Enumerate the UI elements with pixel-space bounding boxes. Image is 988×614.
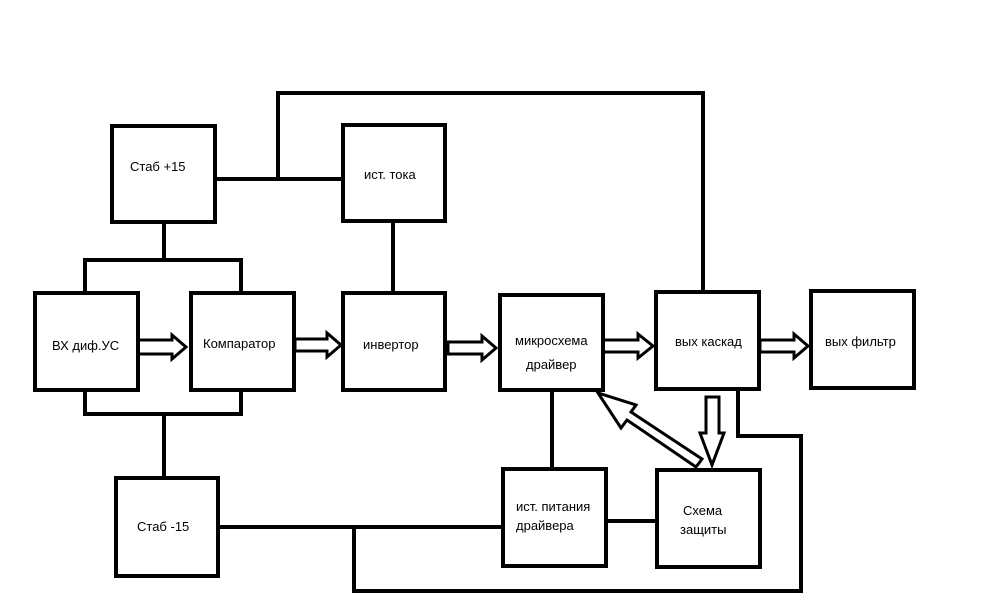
block-stab-minus: Стаб -15 — [114, 476, 220, 578]
block-ist-pitaniya-label-1: ист. питания — [516, 499, 590, 514]
arrow-vh-dif-to-komparator — [136, 331, 189, 363]
block-komparator-label: Компаратор — [203, 336, 275, 351]
arrow-vyh-kaskad-to-filtr — [758, 330, 811, 362]
arrows — [136, 329, 811, 470]
block-skhema-zashchity-label-1: Схема — [683, 503, 723, 518]
block-vyh-kaskad-label: вых каскад — [675, 334, 742, 349]
block-invertor-label: инвертор — [363, 337, 419, 352]
block-vh-dif-label: ВХ диф.УС — [52, 338, 119, 353]
arrow-komparator-to-invertor — [293, 329, 344, 361]
wires — [83, 91, 803, 593]
block-vyh-filtr: вых фильтр — [809, 289, 916, 390]
wire-bottom-bus — [83, 390, 243, 416]
block-ist-pitaniya-label-2: драйвера — [516, 518, 575, 533]
block-vyh-kaskad: вых каскад — [654, 290, 761, 391]
arrow-invertor-to-driver — [446, 332, 499, 364]
block-invertor: инвертор — [341, 291, 447, 392]
wire-top-bus — [83, 258, 243, 293]
block-mikroskhema-label-2: драйвер — [526, 357, 577, 372]
block-skhema-zashchity: Схема защиты — [655, 468, 762, 569]
block-skhema-zashchity-label-2: защиты — [680, 522, 726, 537]
block-ist-pitaniya-drayvera: ист. питания драйвера — [501, 467, 608, 568]
block-mikroskhema-label-1: микросхема — [515, 333, 588, 348]
block-stab-plus-label: Стаб +15 — [130, 159, 186, 174]
wire-feedback-top — [276, 91, 705, 292]
block-ist-toka-label: ист. тока — [364, 167, 417, 182]
block-vyh-filtr-label: вых фильтр — [825, 334, 896, 349]
block-komparator: Компаратор — [189, 291, 296, 392]
arrow-zashchita-to-driver — [594, 390, 705, 470]
block-mikroskhema-drayver: микросхема драйвер — [498, 293, 605, 392]
wire-feedback-bottom — [352, 389, 803, 593]
arrow-driver-to-vyh-kaskad — [601, 330, 656, 362]
block-stab-minus-label: Стаб -15 — [137, 519, 189, 534]
block-vh-dif: ВХ диф.УС — [33, 291, 140, 392]
block-ist-toka: ист. тока — [341, 123, 447, 223]
arrow-vyh-kaskad-to-zashchita — [697, 395, 727, 470]
block-stab-plus: Стаб +15 — [110, 124, 217, 224]
